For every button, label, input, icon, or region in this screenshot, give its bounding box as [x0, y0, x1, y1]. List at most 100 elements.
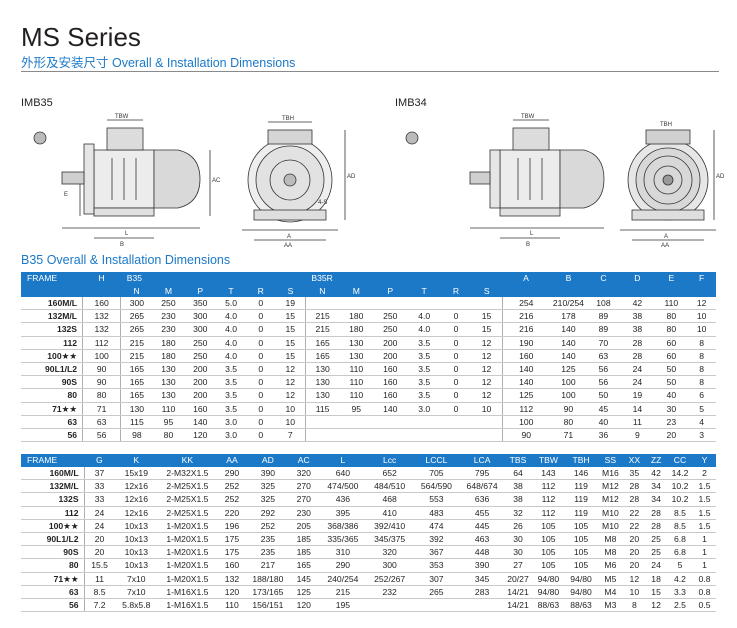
- label-hole-left: 4-S: [318, 200, 327, 206]
- b35-cell: 19: [275, 297, 306, 311]
- b35r-cell: 165: [304, 349, 340, 364]
- cell-y: 1.5: [693, 506, 716, 520]
- cell-lca: 636: [460, 492, 504, 507]
- b-cell: 210/254: [549, 297, 588, 311]
- b35-cell: 250: [184, 336, 217, 350]
- label-tbw-right: TBW: [521, 114, 535, 120]
- b35r-cell: [373, 415, 408, 430]
- cell-ac: 145: [288, 572, 319, 586]
- cell-ad: 188/180: [247, 572, 289, 586]
- cell-tbh: 105: [564, 558, 598, 573]
- cell-tbh: 119: [564, 479, 598, 494]
- section-title-b35: B35 Overall & Installation Dimensions: [21, 253, 231, 267]
- h-cell: 90: [82, 375, 121, 390]
- b35-cell: 3.5: [216, 388, 246, 403]
- label-ad-right: AD: [716, 174, 725, 180]
- e-cell: 50: [655, 362, 688, 377]
- b35r-cell: 12: [470, 336, 503, 350]
- b35r-cell: 12: [470, 375, 503, 390]
- cell-g: 8.5: [84, 585, 115, 600]
- cell-k: 10x13: [114, 532, 159, 547]
- b35r-cell: 0: [441, 375, 471, 390]
- b35-cell: 250: [152, 297, 185, 311]
- cell-tbh: 88/63: [564, 598, 598, 613]
- f-cell: 8: [687, 349, 716, 364]
- b35r-cell: 95: [339, 402, 374, 416]
- cell-lccl: 392: [412, 532, 461, 547]
- b35-cell: 10: [275, 415, 306, 430]
- f-cell: 12: [687, 297, 716, 311]
- subhead-b35r-5: S: [470, 285, 503, 297]
- subhead-blank: [549, 285, 588, 297]
- subhead-b35r-4: R: [441, 285, 471, 297]
- col-frame: FRAME: [21, 454, 85, 467]
- b35-cell: 15: [275, 322, 306, 337]
- cell-lcc: 320: [366, 545, 413, 560]
- col-a: A: [502, 272, 550, 285]
- col-e: E: [655, 272, 688, 285]
- col-kk: KK: [158, 454, 217, 467]
- b35r-cell: 4.0: [407, 322, 442, 337]
- col-tbs: TBS: [503, 454, 533, 467]
- cell-tbs: 14/21: [503, 585, 533, 600]
- b35-cell: 4.0: [216, 322, 246, 337]
- f-cell: 3: [687, 428, 716, 443]
- b35r-cell: [441, 428, 471, 443]
- c-cell: 63: [587, 349, 620, 364]
- cell-xx: 22: [623, 506, 646, 520]
- cell-l: 474/500: [318, 479, 367, 494]
- c-cell: 56: [587, 375, 620, 390]
- b35r-cell: [339, 428, 374, 443]
- cell-xx: 8: [623, 598, 646, 613]
- b35-cell: 12: [275, 388, 306, 403]
- b35r-cell: 140: [373, 402, 408, 416]
- cell-aa: 132: [216, 572, 248, 586]
- h-cell: 132: [82, 309, 121, 324]
- cell-tbh: 94/80: [564, 572, 598, 586]
- b35-cell: 230: [152, 322, 185, 337]
- b35r-cell: 0: [441, 388, 471, 403]
- b35-cell: 300: [184, 322, 217, 337]
- cell-zz: 12: [645, 598, 667, 613]
- a-cell: 216: [502, 322, 550, 337]
- page-subtitle: 外形及安装尺寸 Overall & Installation Dimension…: [21, 52, 295, 71]
- d-cell: 38: [619, 322, 656, 337]
- b35-cell: 130: [152, 388, 185, 403]
- d-cell: 24: [619, 375, 656, 390]
- cell-lca: 463: [460, 532, 504, 547]
- cell-ad: 292: [247, 506, 289, 520]
- imb34-side-view: [405, 119, 605, 239]
- frame-cell: 132M/L: [21, 479, 85, 494]
- col-l: L: [318, 454, 367, 467]
- cell-cc: 14.2: [666, 467, 694, 481]
- cell-ss: M8: [597, 532, 624, 547]
- cell-y: 0.8: [693, 585, 716, 600]
- label-ac-left: AC: [212, 178, 221, 184]
- b35r-cell: [407, 428, 442, 443]
- h-cell: 112: [82, 336, 121, 350]
- b35-cell: 0: [245, 349, 276, 364]
- cell-lca: 390: [460, 558, 504, 573]
- cell-xx: 20: [623, 532, 646, 547]
- col-y: Y: [693, 454, 716, 467]
- h-cell: 71: [82, 402, 121, 416]
- b35r-cell: [339, 415, 374, 430]
- b35r-cell: 0: [441, 322, 471, 337]
- e-cell: 20: [655, 428, 688, 443]
- cell-k: 7x10: [114, 572, 159, 586]
- f-cell: 4: [687, 415, 716, 430]
- cell-ss: M10: [597, 519, 624, 534]
- col-group-b35r: B35R: [305, 272, 503, 285]
- cell-k: 12x16: [114, 479, 159, 494]
- f-cell: 8: [687, 362, 716, 377]
- b35r-cell: 3.5: [407, 349, 442, 364]
- cell-xx: 28: [623, 492, 646, 507]
- frame-cell: 63: [21, 415, 84, 430]
